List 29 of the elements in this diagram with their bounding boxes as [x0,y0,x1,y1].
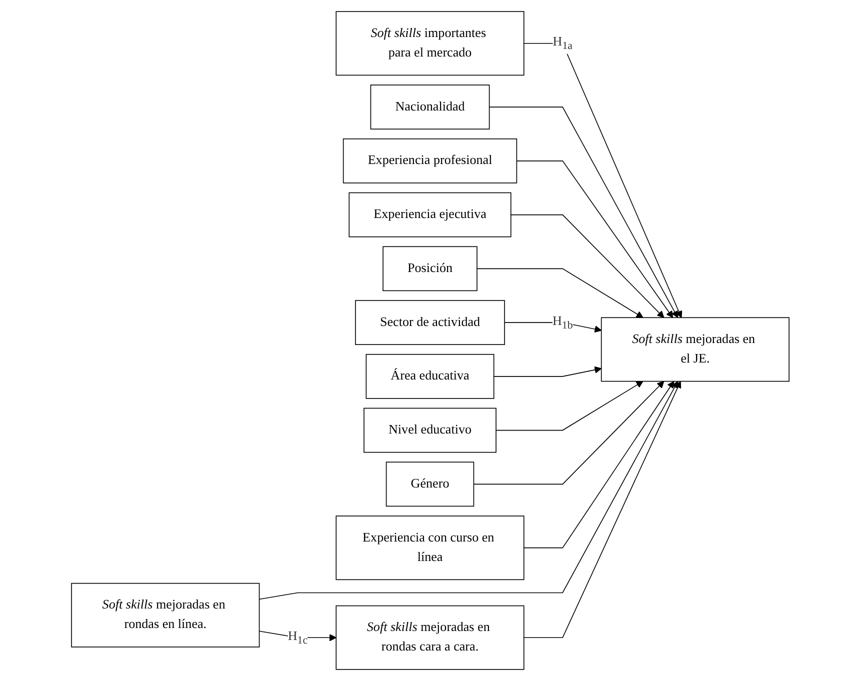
node-box [354,300,505,345]
arrow [493,366,602,377]
node-box [600,317,790,382]
arrow [495,380,643,431]
node-box [365,354,494,399]
arrow [523,380,674,548]
arrow [510,214,664,318]
edge-label: H$_{1a}$ [552,35,572,52]
arrow [258,630,336,642]
node-box [335,605,524,670]
node-box [335,516,524,580]
node-box [382,246,478,292]
arrow [523,42,682,318]
arrow [488,106,678,318]
arrow [473,380,664,485]
node-box [335,11,524,76]
arrow [258,380,678,600]
arrow [523,380,681,638]
node-box [342,138,517,184]
edge-label: H$_{1b}$ [552,314,572,331]
flowchart-drawing: H$_{1a}$ H$_{1b}$ H$_{1c}$ Soft skills importantes para el mercado Nacionalidad Experiencia profesional Experiencia ejecutiva Posición Sector de actividad Área educativa Nivel educativo Género Experiencia con curso en línea Soft skills mejoradas en rondas en línea. Soft skills mejoradas en el JE. Soft skills mejoradas en rondas cara a cara. [64,5,796,676]
arrow [476,268,643,318]
node-box [348,192,511,238]
arrow [516,160,673,318]
node-box [386,462,474,507]
node-box [363,408,496,453]
edge-label: H$_{1c}$ [288,629,308,646]
node-box [370,84,490,130]
node-box [70,582,260,648]
